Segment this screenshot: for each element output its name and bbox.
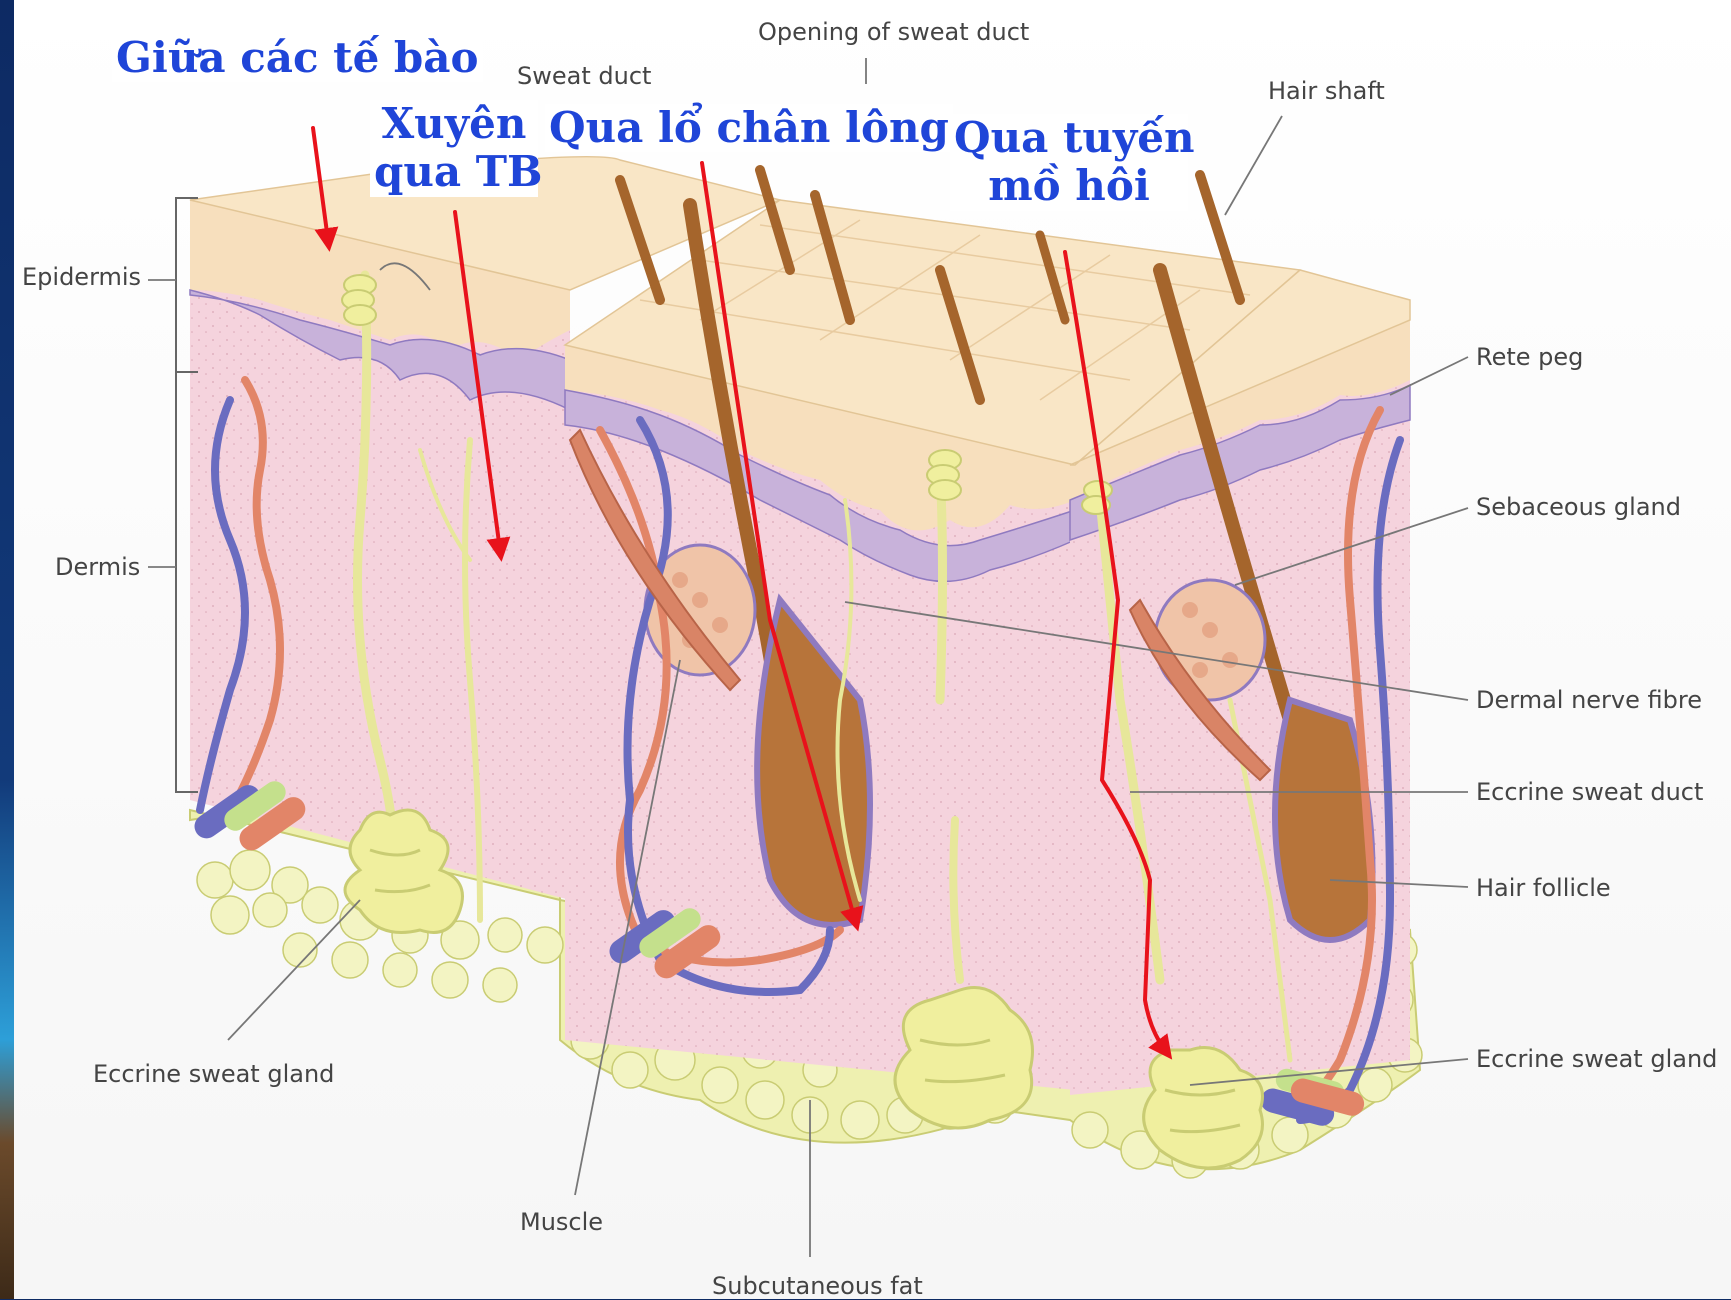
label-dermis: Dermis	[55, 555, 140, 579]
route-label-sweat-gland-line1: Qua tuyến	[954, 114, 1184, 162]
label-rete-peg: Rete peg	[1476, 345, 1583, 369]
label-subcutaneous-fat: Subcutaneous fat	[712, 1274, 923, 1298]
label-sweat-duct: Sweat duct	[517, 64, 651, 88]
route-label-transcellular-line1: Xuyên	[374, 100, 534, 148]
label-eccrine-sweat-gland-left: Eccrine sweat gland	[93, 1062, 334, 1086]
route-label-sweat-gland: Qua tuyến mồ hôi	[950, 114, 1188, 211]
label-hair-shaft: Hair shaft	[1268, 79, 1385, 103]
label-dermal-nerve-fibre: Dermal nerve fibre	[1476, 688, 1702, 712]
route-label-transcellular-line2: qua TB	[374, 148, 534, 196]
label-muscle: Muscle	[520, 1210, 603, 1234]
route-label-sweat-gland-line2: mồ hôi	[954, 162, 1184, 210]
route-label-transcellular: Xuyên qua TB	[370, 100, 538, 197]
label-eccrine-sweat-gland-right: Eccrine sweat gland	[1476, 1047, 1717, 1071]
label-epidermis: Epidermis	[22, 265, 141, 289]
route-label-hair-follicle: Qua lổ chân lông	[545, 104, 953, 152]
route-label-intercellular: Giữa các tế bào	[112, 34, 483, 82]
label-hair-follicle: Hair follicle	[1476, 876, 1611, 900]
label-eccrine-sweat-duct: Eccrine sweat duct	[1476, 780, 1703, 804]
label-sebaceous-gland: Sebaceous gland	[1476, 495, 1681, 519]
label-opening-of-sweat-duct: Opening of sweat duct	[758, 20, 1029, 44]
